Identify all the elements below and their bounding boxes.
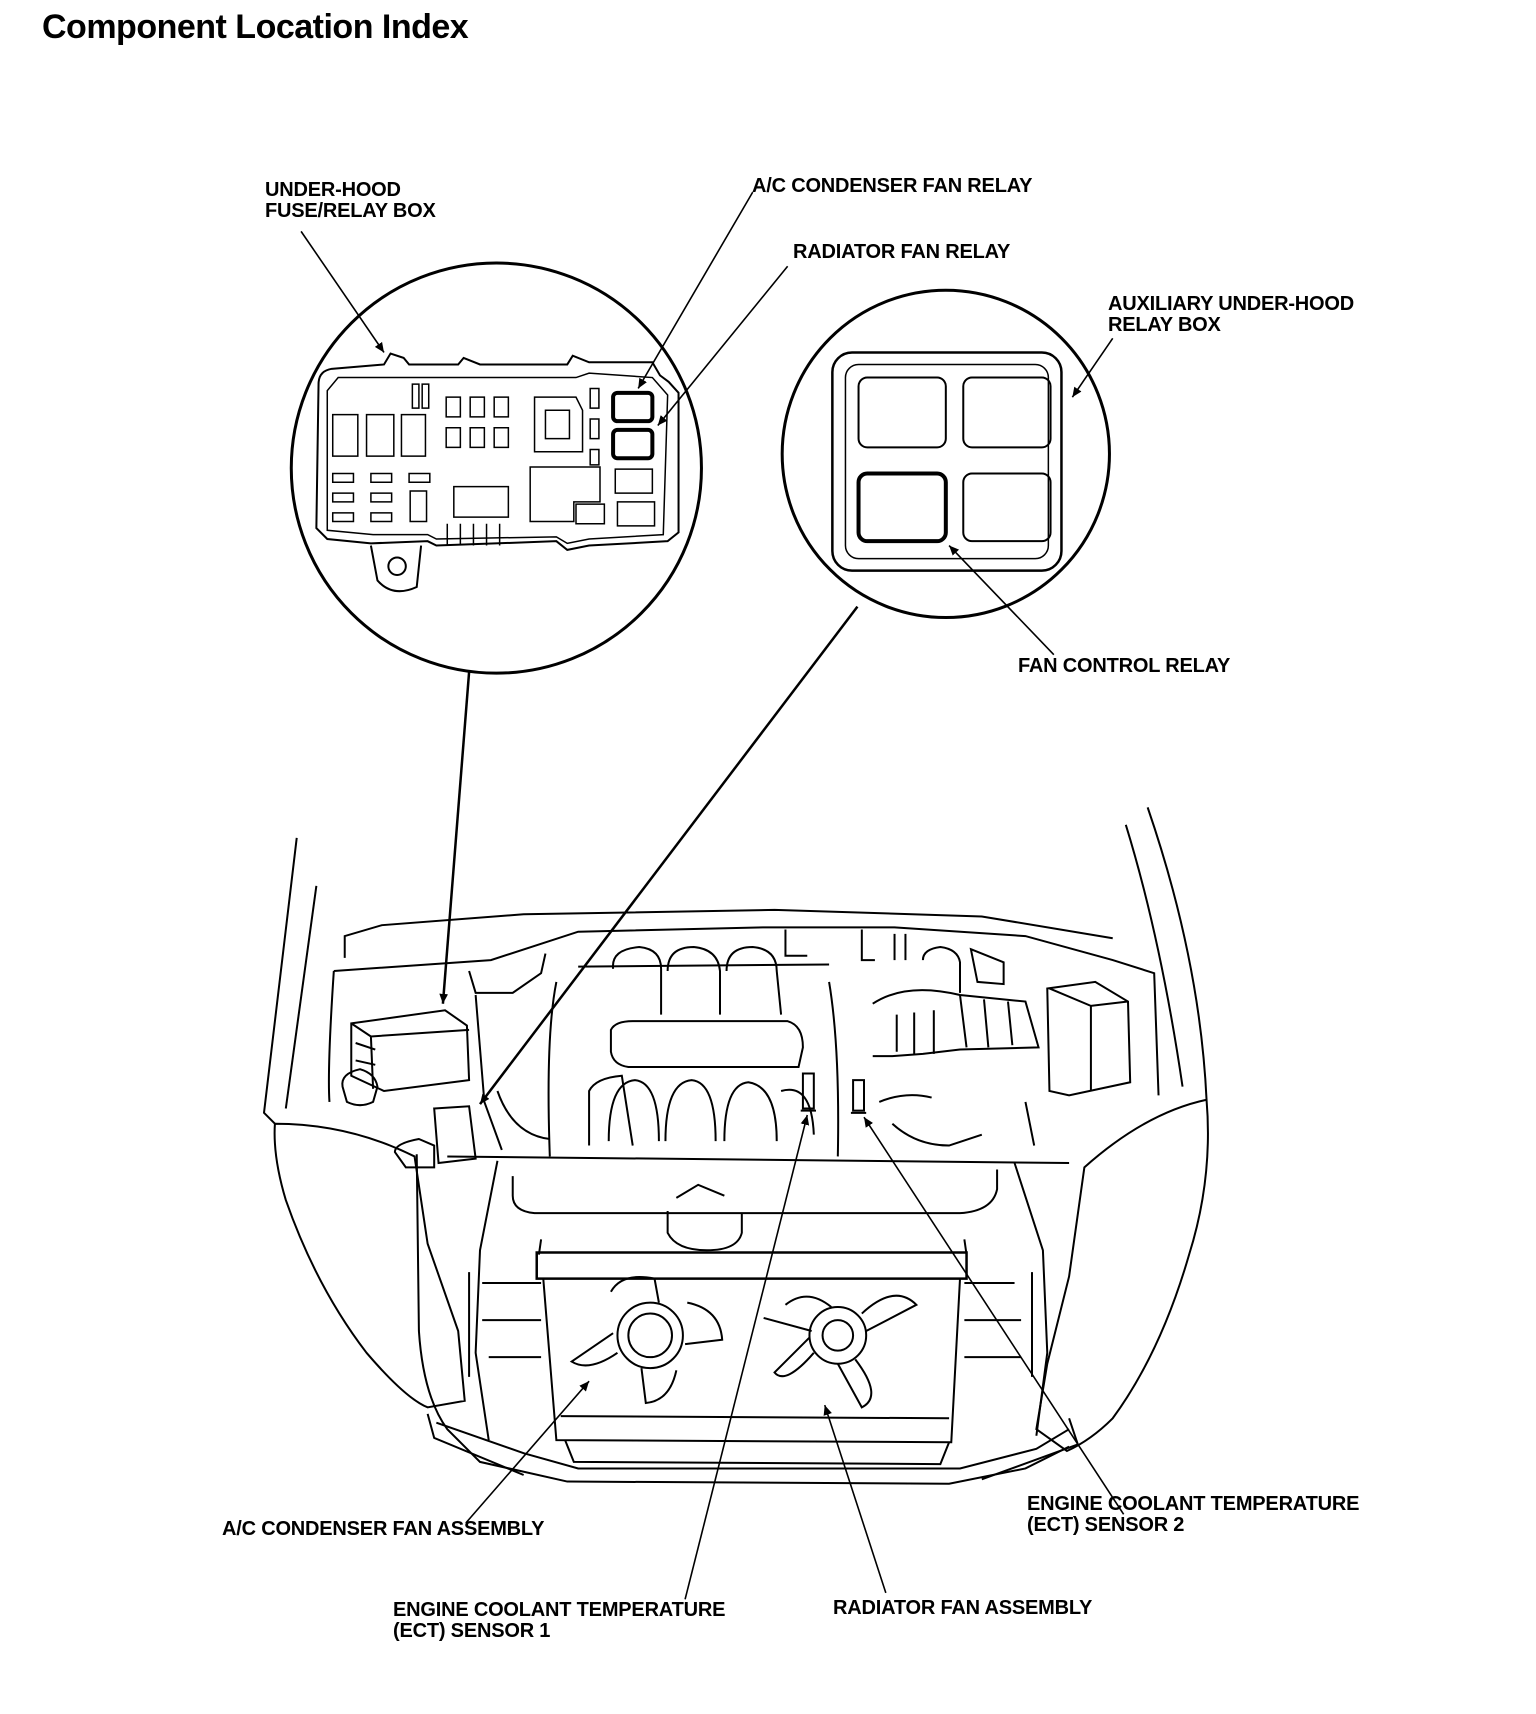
label-ac-condenser-fan-relay: A/C CONDENSER FAN RELAY — [752, 175, 1033, 197]
label-under-hood-fuse-relay-box: UNDER-HOOD FUSE/RELAY BOX — [265, 180, 436, 222]
leader-lines — [301, 192, 1124, 1599]
detail-circle-left — [291, 263, 701, 673]
label-line: RELAY BOX — [1108, 314, 1221, 336]
label-line: AUXILIARY UNDER-HOOD — [1108, 293, 1355, 315]
label-ect-sensor-2: ENGINE COOLANT TEMPERATURE (ECT) SENSOR … — [1027, 1494, 1359, 1536]
label-line: ENGINE COOLANT TEMPERATURE — [393, 1599, 726, 1621]
vehicle-front-view — [264, 807, 1208, 1483]
label-line: ENGINE COOLANT TEMPERATURE — [1027, 1493, 1360, 1515]
label-radiator-fan-relay: RADIATOR FAN RELAY — [793, 241, 1011, 263]
under-hood-fuse-relay-box-detail — [291, 263, 701, 673]
label-radiator-fan-assembly: RADIATOR FAN ASSEMBLY — [833, 1597, 1093, 1619]
auxiliary-relay-box-detail — [782, 290, 1109, 617]
label-fan-control-relay: FAN CONTROL RELAY — [1018, 655, 1231, 677]
label-ect-sensor-1: ENGINE COOLANT TEMPERATURE (ECT) SENSOR … — [393, 1600, 725, 1642]
label-line: FUSE/RELAY BOX — [265, 200, 436, 222]
label-auxiliary-under-hood-relay-box: AUXILIARY UNDER-HOOD RELAY BOX — [1108, 294, 1354, 336]
label-line: (ECT) SENSOR 2 — [1027, 1514, 1185, 1536]
label-ac-condenser-fan-assembly: A/C CONDENSER FAN ASSEMBLY — [222, 1518, 545, 1540]
label-line: UNDER-HOOD — [265, 179, 401, 201]
label-line: (ECT) SENSOR 1 — [393, 1620, 551, 1642]
page-title: Component Location Index — [42, 8, 469, 46]
detail-circle-right — [782, 290, 1109, 617]
